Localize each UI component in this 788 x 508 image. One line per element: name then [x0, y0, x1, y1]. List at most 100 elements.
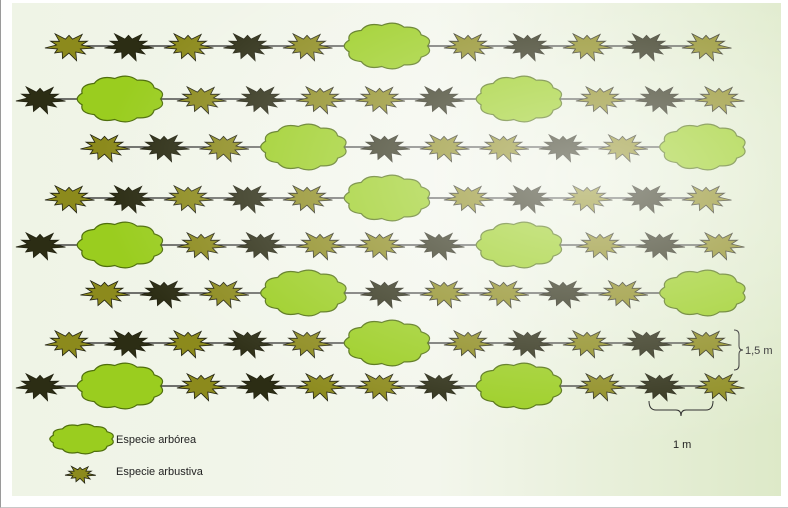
shrub-olive-symbol: [199, 281, 249, 308]
shrub-dark-symbol: [415, 87, 465, 114]
shrub-dark-symbol: [503, 331, 553, 358]
planting-rows: [16, 23, 745, 409]
legend: Especie arbórea Especie arbustiva: [50, 424, 204, 483]
tree-symbol: [344, 320, 429, 366]
shrub-olive-symbol: [177, 87, 227, 114]
legend-shrub-shape: [65, 466, 96, 483]
shrub-olive-symbol: [177, 233, 227, 260]
planting-row: [80, 124, 745, 170]
tree-symbol: [476, 363, 561, 409]
tree-symbol: [261, 270, 346, 316]
shrub-olive-symbol: [80, 281, 130, 308]
shrub-olive-symbol: [355, 87, 405, 114]
planting-row: [80, 270, 745, 316]
shrub-olive-symbol: [45, 34, 95, 61]
shrub-dark-symbol: [415, 233, 465, 260]
shrub-dark-symbol: [16, 87, 66, 114]
shrub-olive-symbol: [444, 331, 494, 358]
tree-symbol: [476, 76, 561, 122]
shrub-olive-symbol: [199, 135, 249, 162]
shrub-olive-symbol: [164, 34, 214, 61]
tree-symbol: [344, 23, 429, 69]
shrub-dark-symbol: [360, 281, 410, 308]
shrub-olive-symbol: [598, 281, 648, 308]
shrub-olive-symbol: [682, 186, 732, 213]
shrub-olive-symbol: [283, 331, 333, 358]
shrub-olive-symbol: [682, 331, 732, 358]
shrub-olive-symbol: [177, 374, 227, 401]
planting-row: [16, 76, 745, 122]
shrub-dark-symbol: [223, 331, 273, 358]
shrub-olive-symbol: [576, 87, 626, 114]
shrub-olive-symbol: [563, 331, 613, 358]
shrub-olive-symbol: [695, 87, 745, 114]
planting-row: [16, 363, 745, 409]
shrub-dark-symbol: [635, 374, 685, 401]
shrub-dark-symbol: [415, 374, 465, 401]
shrub-dark-symbol: [622, 34, 672, 61]
tree-symbol: [660, 124, 745, 170]
shrub-olive-symbol: [164, 186, 214, 213]
legend-shrub-label: Especie arbustiva: [116, 466, 204, 478]
shrub-dark-symbol: [503, 34, 553, 61]
tree-symbol: [476, 222, 561, 268]
shrub-olive-symbol: [576, 374, 626, 401]
shrub-dark-symbol: [140, 281, 190, 308]
shrub-dark-symbol: [539, 135, 589, 162]
shrub-dark-symbol: [16, 374, 66, 401]
shrub-olive-symbol: [695, 374, 745, 401]
shrub-olive-symbol: [283, 34, 333, 61]
shrub-olive-symbol: [80, 135, 130, 162]
shrub-olive-symbol: [45, 331, 95, 358]
shrub-olive-symbol: [420, 135, 470, 162]
plant-spacing-label: 1 m: [673, 439, 691, 451]
shrub-olive-symbol: [283, 186, 333, 213]
shrub-olive-symbol: [444, 34, 494, 61]
shrub-dark-symbol: [104, 34, 154, 61]
tree-symbol: [77, 222, 162, 268]
shrub-olive-symbol: [682, 34, 732, 61]
shrub-olive-symbol: [479, 281, 529, 308]
planting-layout-diagram: 1,5 m 1 m Especie arbórea Especie arbust…: [12, 3, 781, 496]
shrub-dark-symbol: [635, 87, 685, 114]
shrub-olive-symbol: [479, 135, 529, 162]
shrub-dark-symbol: [236, 87, 286, 114]
shrub-olive-symbol: [563, 186, 613, 213]
planting-row: [45, 23, 732, 69]
shrub-olive-symbol: [695, 233, 745, 260]
shrub-olive-symbol: [296, 87, 346, 114]
shrub-olive-symbol: [45, 186, 95, 213]
plant-spacing-brace: [649, 401, 713, 416]
shrub-dark-symbol: [104, 186, 154, 213]
tree-symbol: [261, 124, 346, 170]
shrub-dark-symbol: [236, 233, 286, 260]
legend-tree-shape: [50, 424, 114, 454]
legend-shrub-symbol: [65, 466, 96, 483]
shrub-olive-symbol: [598, 135, 648, 162]
shrub-olive-symbol: [164, 331, 214, 358]
shrub-olive-symbol: [296, 233, 346, 260]
tree-symbol: [77, 76, 162, 122]
shrub-dark-symbol: [503, 186, 553, 213]
planting-row: [45, 175, 732, 221]
planting-row: [16, 222, 745, 268]
shrub-dark-symbol: [104, 331, 154, 358]
shrub-olive-symbol: [296, 374, 346, 401]
planting-row: [45, 320, 732, 366]
legend-tree-symbol: [50, 424, 114, 454]
planting-diagram-panel: 1,5 m 1 m Especie arbórea Especie arbust…: [12, 3, 781, 496]
tree-symbol: [77, 363, 162, 409]
shrub-olive-symbol: [576, 233, 626, 260]
shrub-dark-symbol: [622, 331, 672, 358]
shrub-olive-symbol: [444, 186, 494, 213]
tree-symbol: [344, 175, 429, 221]
row-spacing-brace: [734, 330, 743, 370]
legend-tree-label: Especie arbórea: [116, 434, 197, 446]
shrub-dark-symbol: [140, 135, 190, 162]
shrub-dark-symbol: [223, 186, 273, 213]
row-spacing-label: 1,5 m: [745, 345, 773, 357]
shrub-dark-symbol: [622, 186, 672, 213]
shrub-dark-symbol: [539, 281, 589, 308]
shrub-olive-symbol: [355, 233, 405, 260]
